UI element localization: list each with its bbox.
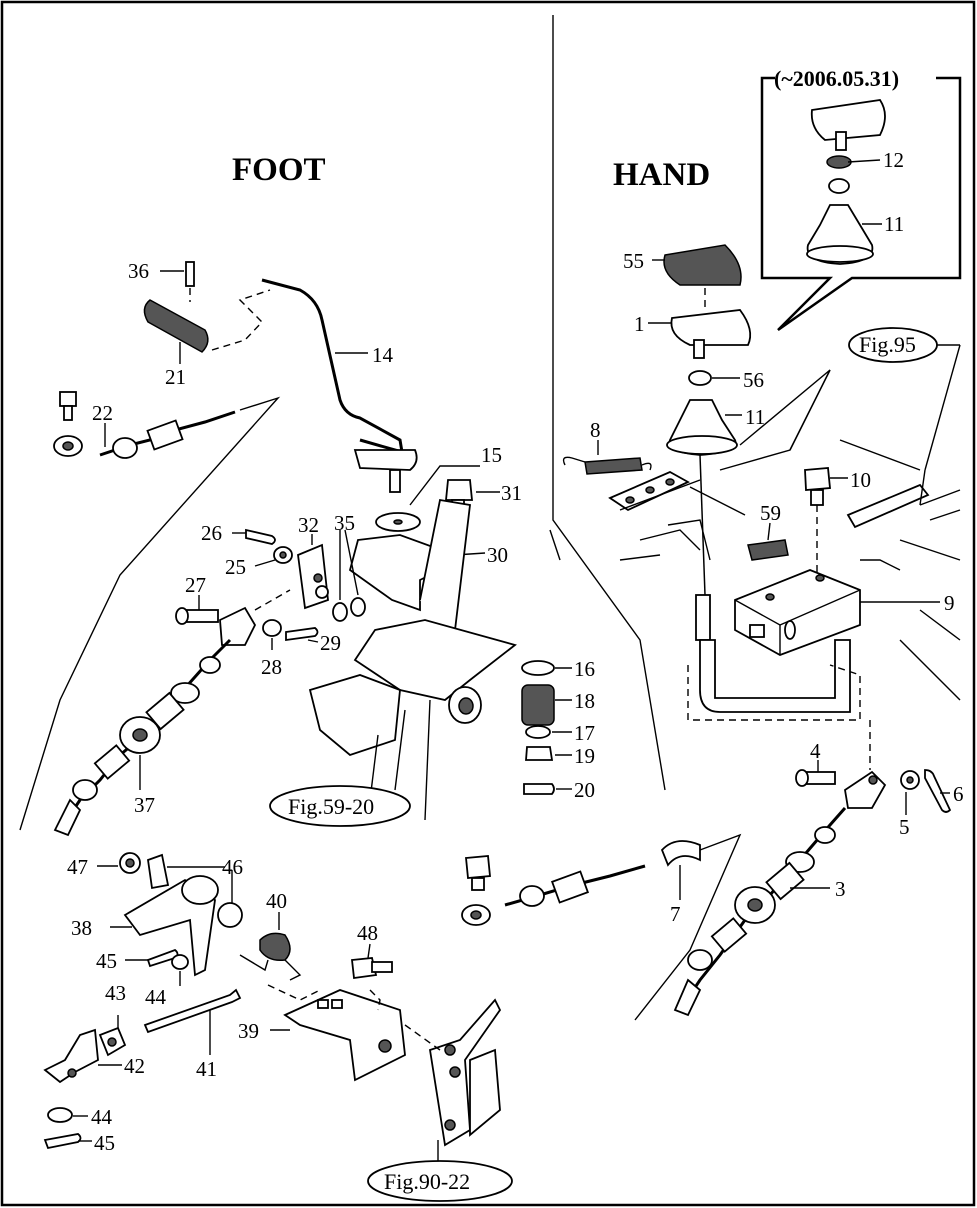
callout-46: 46 [222,855,243,879]
inset-box: (~2006.05.31) [760,66,962,332]
callout-38: 38 [71,916,92,940]
ref-fig59[interactable]: Fig.59-20 [269,785,411,827]
callout-6: 6 [953,782,964,806]
pedal-bracket-fig90 [428,998,502,1147]
callout-21: 21 [165,365,186,389]
callout-11: 11 [745,405,765,429]
callout-20: 20 [574,778,595,802]
callout-labels: 36 21 14 22 15 31 26 32 35 30 25 27 28 2… [67,148,964,1155]
callout-7: 7 [670,902,681,926]
svg-text:Fig.95: Fig.95 [859,332,916,357]
callout-16: 16 [574,657,595,681]
clamp-7-shape [660,840,701,867]
svg-text:Fig.59-20: Fig.59-20 [288,794,374,819]
pin-36-shape [185,261,195,287]
bracket-9-shape [734,569,861,656]
callout-17: 17 [574,721,595,745]
section-divider-tick [549,529,561,561]
callout-31: 31 [501,481,522,505]
knob-1-shape [670,309,752,346]
rubber-21-shape [143,299,209,353]
callout-5: 5 [899,815,910,839]
hand-title: HAND [613,157,710,193]
ref-fig95[interactable]: Fig.95 [848,327,938,363]
callout-25: 25 [225,555,246,579]
callout-22: 22 [92,401,113,425]
inset-date-label: (~2006.05.31) [774,66,899,91]
callout-42: 42 [124,1054,145,1078]
callout-45-lower: 45 [94,1131,115,1155]
callout-10: 10 [850,468,871,492]
callout-8: 8 [590,418,601,442]
callout-27: 27 [185,573,206,597]
callout-35: 35 [334,511,355,535]
callout-40: 40 [266,889,287,913]
foot-title: FOOT [232,152,326,188]
callout-15: 15 [481,443,502,467]
callout-4: 4 [810,739,821,763]
callout-39: 39 [238,1019,259,1043]
callout-32: 32 [298,513,319,537]
spring-40-shape [259,932,291,962]
callout-44-lower: 44 [91,1105,113,1129]
callout-14: 14 [372,343,394,367]
callout-28: 28 [261,655,282,679]
callout-45-upper: 45 [96,949,117,973]
callout-43: 43 [105,981,126,1005]
callout-12: 12 [883,148,904,172]
knob-pad-55-shape [663,244,742,286]
callout-18: 18 [574,689,595,713]
callout-3: 3 [835,877,846,901]
section-divider [552,15,666,791]
callout-36: 36 [128,259,149,283]
callout-44-upper: 44 [145,985,167,1009]
spring-8-shape [584,457,643,475]
callout-47: 47 [67,855,88,879]
callout-55: 55 [623,249,644,273]
ref-fig90[interactable]: Fig.90-22 [367,1160,513,1202]
callout-11-inset: 11 [884,212,904,236]
pedal-rod-14-shape [261,278,404,455]
callout-37: 37 [134,793,155,817]
callout-29: 29 [320,631,341,655]
bracket-39-shape [283,989,406,1082]
callout-41: 41 [196,1057,217,1081]
callout-26: 26 [201,521,222,545]
callout-9: 9 [944,591,955,615]
callout-1: 1 [634,312,645,336]
callout-56: 56 [743,368,764,392]
callout-48: 48 [357,921,378,945]
svg-text:Fig.90-22: Fig.90-22 [384,1169,470,1194]
callout-30: 30 [487,543,508,567]
callout-59: 59 [760,501,781,525]
callout-19: 19 [574,744,595,768]
